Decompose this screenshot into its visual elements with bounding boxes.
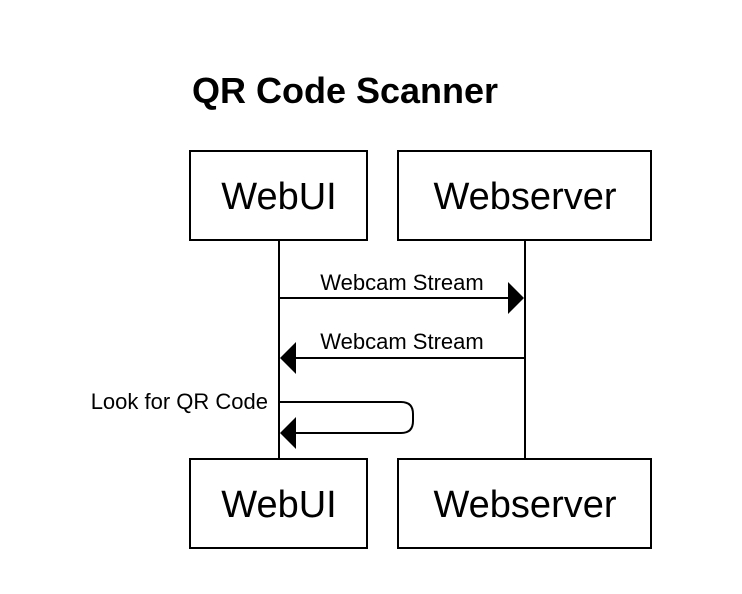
participant-label: WebUI (221, 176, 336, 218)
participant-webserver-bottom: Webserver (397, 458, 652, 549)
participant-box (397, 458, 652, 549)
participant-webui-top: WebUI (189, 150, 368, 241)
participant-box (189, 150, 368, 241)
arrowhead-icon (508, 282, 524, 314)
self-message-loop (280, 401, 414, 434)
message-look-for-qr-code: Look for QR Code (91, 389, 414, 449)
arrowhead-icon (280, 342, 296, 374)
participant-label: WebUI (221, 484, 336, 526)
participant-label: Webserver (433, 484, 616, 526)
participant-webui-bottom: WebUI (189, 458, 368, 549)
participant-box (189, 458, 368, 549)
participant-box (397, 150, 652, 241)
message-webcam-stream-request: Webcam Stream (280, 270, 524, 314)
participant-webserver-top: Webserver (397, 150, 652, 241)
message-label: Look for QR Code (91, 389, 268, 414)
message-label: Webcam Stream (320, 329, 483, 354)
diagram-title: QR Code Scanner (192, 70, 498, 111)
arrowhead-icon (280, 417, 296, 449)
participant-label: Webserver (433, 176, 616, 218)
message-webcam-stream-response: Webcam Stream (280, 329, 524, 374)
message-label: Webcam Stream (320, 270, 483, 295)
